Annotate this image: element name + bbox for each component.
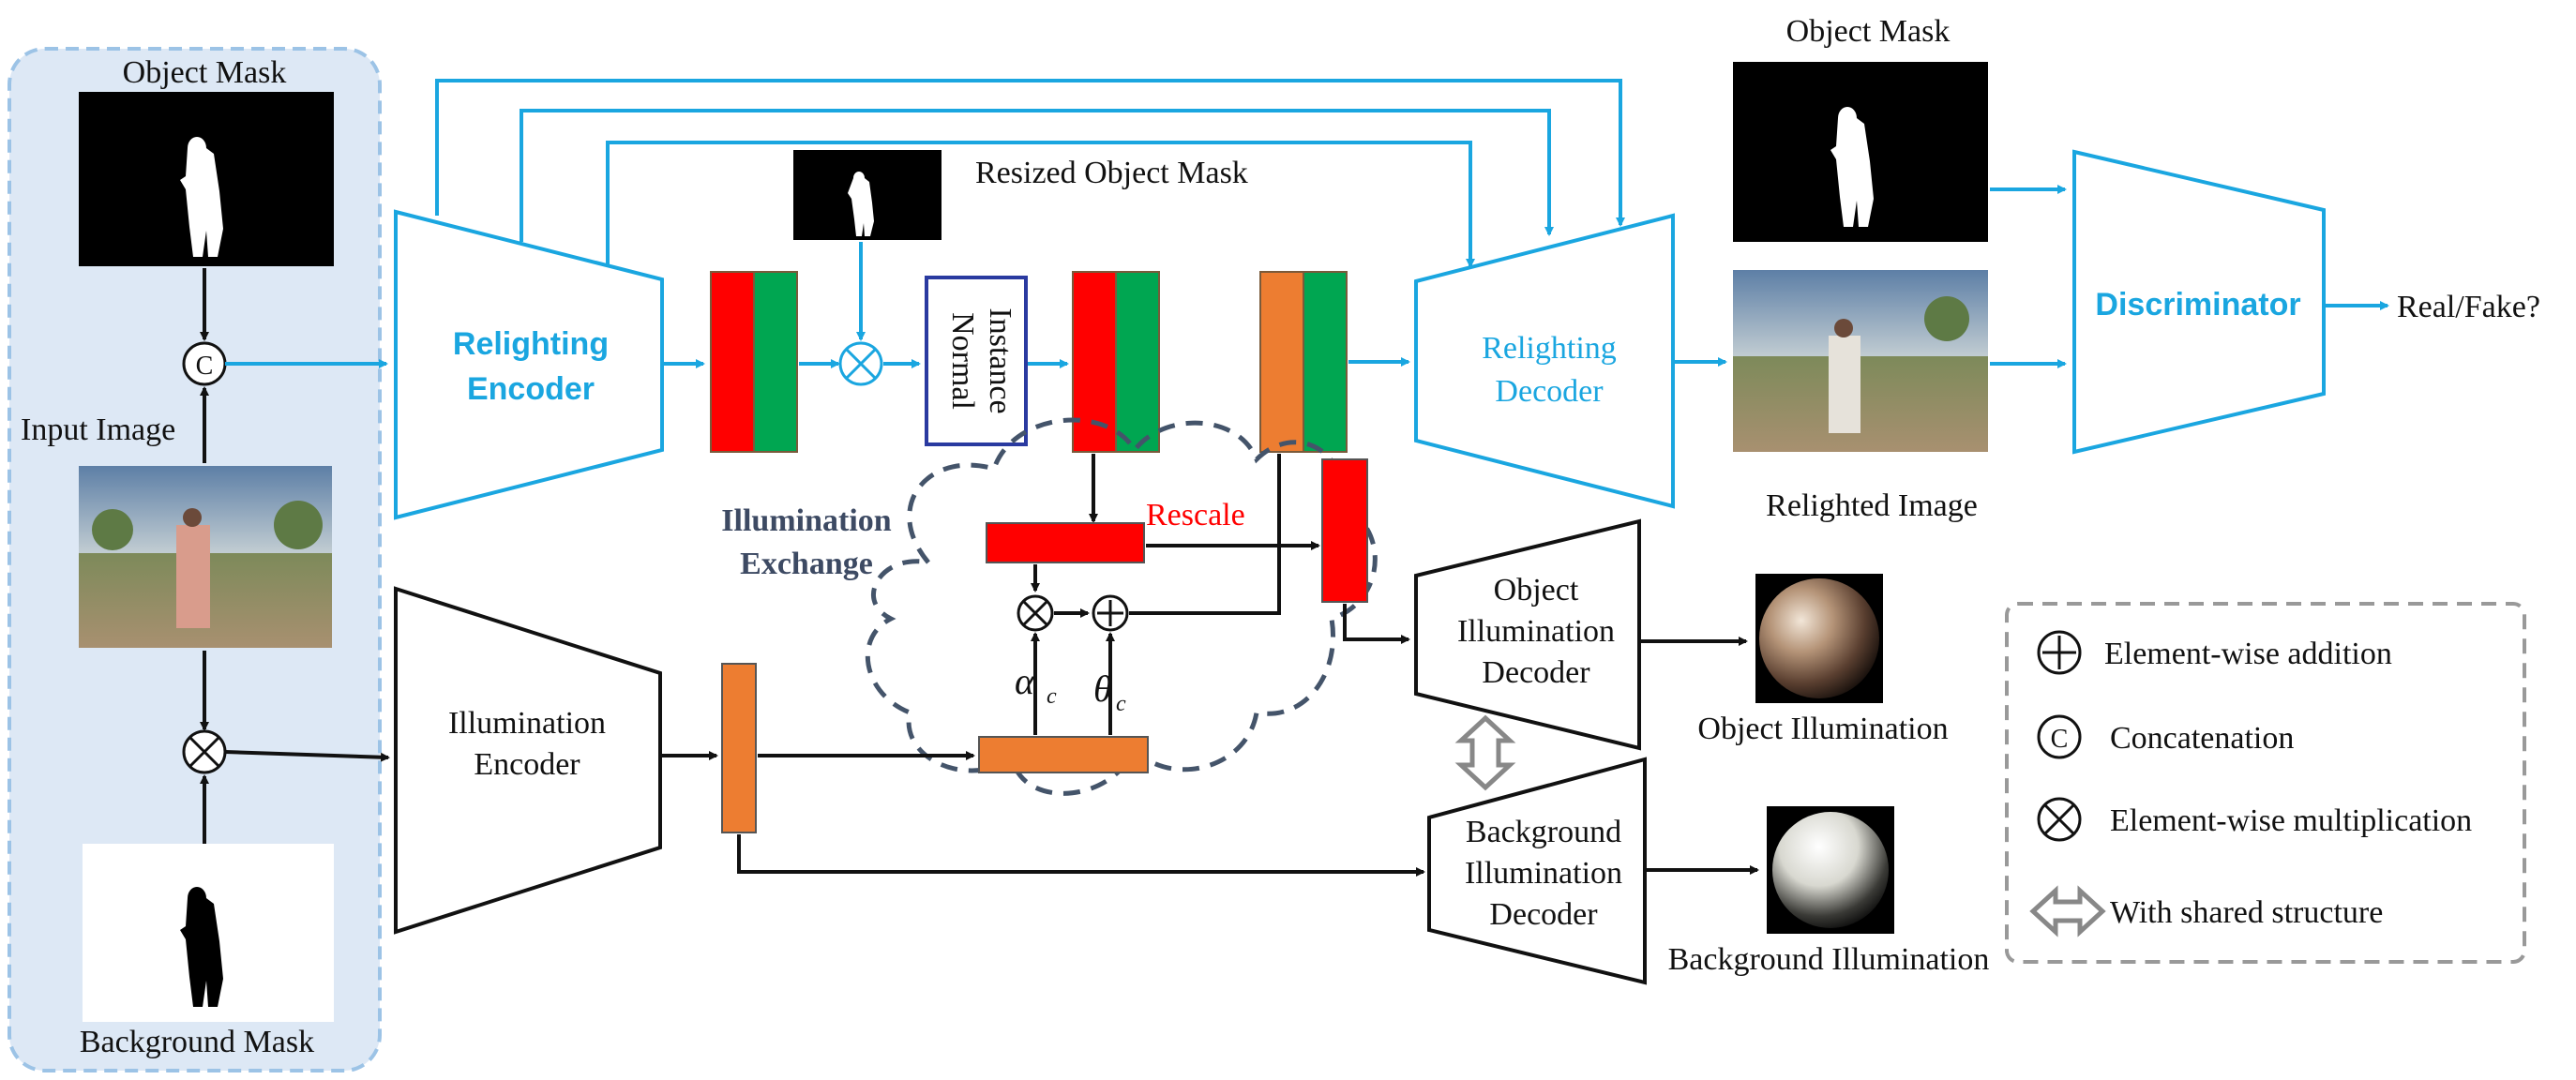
object-illum-decoder-label-1: Object bbox=[1494, 573, 1579, 608]
legend-label-multiplication: Element-wise multiplication bbox=[2110, 803, 2472, 838]
relighting-encoder bbox=[394, 209, 664, 520]
illumination-exchange-label-2: Exchange bbox=[740, 547, 873, 581]
discriminator-label: Discriminator bbox=[2095, 287, 2300, 322]
legend-label-addition: Element-wise addition bbox=[2104, 637, 2392, 671]
background-illumination-label: Background Illumination bbox=[1668, 942, 1990, 977]
legend-label-concatenation: Concatenation bbox=[2110, 721, 2294, 756]
input-object-mask-image bbox=[79, 92, 334, 266]
output-object-mask-image bbox=[1733, 62, 1988, 242]
input-object-mask-label: Object Mask bbox=[123, 55, 287, 90]
plus-circle-icon bbox=[2037, 630, 2082, 675]
object-illum-decoder-label-2: Illumination bbox=[1457, 614, 1615, 649]
input-image bbox=[79, 466, 332, 648]
relighted-image-label: Relighted Image bbox=[1766, 488, 1978, 523]
arrow-side-feature-to-obj-decoder bbox=[1343, 604, 1410, 644]
input-multiply-node bbox=[182, 729, 227, 774]
resized-object-mask-label: Resized Object Mask bbox=[975, 156, 1248, 190]
alpha-symbol: α bbox=[1015, 660, 1035, 702]
arrow-mult-to-illum-encoder bbox=[224, 750, 390, 762]
theta-symbol: θ bbox=[1093, 668, 1112, 710]
output-object-mask-label: Object Mask bbox=[1786, 14, 1951, 49]
discriminator bbox=[2072, 149, 2326, 455]
illumination-feature-block bbox=[721, 663, 757, 833]
double-arrow-icon bbox=[2029, 885, 2106, 938]
bg-illum-decoder-label-1: Background bbox=[1466, 815, 1621, 849]
exchange-add-node bbox=[1092, 594, 1129, 632]
input-image-label: Input Image bbox=[21, 412, 175, 447]
object-illumination-sphere bbox=[1755, 574, 1883, 703]
bg-illum-decoder-label-3: Decoder bbox=[1489, 897, 1598, 932]
illumination-encoder-label-1: Illumination bbox=[448, 706, 606, 741]
legend-box bbox=[2005, 602, 2526, 964]
instance-normal-label-1: Instance bbox=[983, 308, 1017, 413]
encoder-feature-block bbox=[710, 271, 798, 453]
svg-text:C: C bbox=[196, 352, 214, 381]
background-mask-label: Background Mask bbox=[80, 1025, 314, 1059]
relighting-encoder-label-1: Relighting bbox=[453, 326, 609, 362]
relighting-decoder-label-1: Relighting bbox=[1482, 331, 1617, 366]
arrow-illum-feature-to-bg-decoder bbox=[737, 834, 1425, 877]
object-illumination-decoder bbox=[1414, 518, 1641, 751]
arrow-add-to-recombined-feature bbox=[1129, 454, 1281, 615]
svg-text:C: C bbox=[2051, 725, 2069, 754]
bg-illum-decoder-label-2: Illumination bbox=[1465, 856, 1622, 891]
background-mask-image bbox=[83, 844, 334, 1022]
skip-connections bbox=[435, 79, 1625, 268]
theta-subscript: c bbox=[1116, 692, 1126, 716]
relighted-image bbox=[1733, 270, 1988, 452]
exchange-multiply-node bbox=[1017, 594, 1054, 632]
rescale-bar bbox=[986, 522, 1145, 563]
rescale-label: Rescale bbox=[1146, 498, 1245, 532]
param-bar bbox=[978, 736, 1149, 773]
relighting-decoder-label-2: Decoder bbox=[1495, 374, 1604, 409]
resized-object-mask-image bbox=[793, 150, 942, 240]
relighting-decoder bbox=[1414, 213, 1675, 509]
relighting-encoder-label-2: Encoder bbox=[467, 371, 595, 407]
side-feature-block bbox=[1321, 458, 1368, 603]
instance-normal-label-2: Normal bbox=[945, 312, 980, 410]
mask-multiply-node bbox=[838, 341, 883, 386]
illumination-encoder-label-2: Encoder bbox=[474, 747, 580, 782]
illumination-exchange-label-1: Illumination bbox=[721, 503, 891, 538]
background-illumination-decoder bbox=[1427, 757, 1647, 985]
alpha-subscript: c bbox=[1047, 684, 1057, 709]
instance-normal-block bbox=[925, 276, 1028, 446]
c-circle-icon: C bbox=[2037, 714, 2082, 759]
concat-node: C bbox=[182, 341, 227, 386]
normalized-feature-block bbox=[1072, 271, 1160, 453]
illumination-encoder bbox=[394, 586, 662, 935]
recombined-feature-block bbox=[1259, 271, 1348, 453]
legend-label-shared: With shared structure bbox=[2110, 895, 2383, 930]
illumination-exchange-cloud bbox=[865, 417, 1378, 796]
object-illum-decoder-label-3: Decoder bbox=[1482, 655, 1590, 690]
real-fake-label: Real/Fake? bbox=[2397, 290, 2540, 324]
object-illumination-label: Object Illumination bbox=[1697, 712, 1948, 746]
times-circle-icon bbox=[2037, 797, 2082, 842]
background-illumination-sphere bbox=[1767, 806, 1894, 934]
shared-structure-arrow bbox=[1454, 714, 1516, 791]
